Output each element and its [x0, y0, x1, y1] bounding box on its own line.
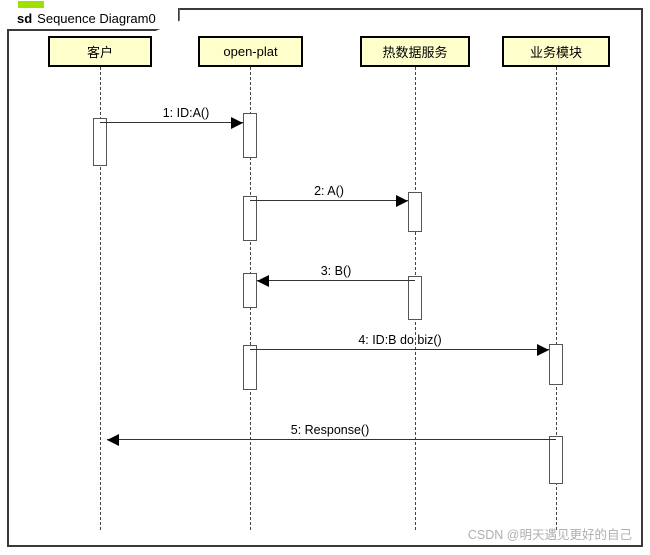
activation-bar[interactable] [549, 344, 563, 385]
lifeline-3 [556, 67, 557, 530]
message-line-1[interactable] [100, 122, 243, 123]
green-marker [18, 1, 44, 8]
message-line-4[interactable] [250, 349, 549, 350]
message-line-2[interactable] [250, 200, 408, 201]
activation-bar[interactable] [243, 196, 257, 241]
activation-bar[interactable] [408, 192, 422, 232]
activation-bar[interactable] [243, 345, 257, 390]
activation-bar[interactable] [243, 273, 257, 308]
frame-title: Sequence Diagram0 [37, 11, 156, 26]
message-line-5[interactable] [107, 439, 556, 440]
activation-bar[interactable] [93, 118, 107, 166]
frame-keyword: sd [17, 11, 33, 26]
message-label-1: 1: ID:A() [162, 106, 210, 120]
participant-box-1[interactable]: open-plat [198, 36, 303, 67]
csdn-watermark: CSDN @明天遇见更好的自己 [467, 528, 632, 542]
participant-box-2[interactable]: 热数据服务 [360, 36, 470, 67]
message-label-5: 5: Response() [290, 423, 370, 437]
frame-title-tab: sd Sequence Diagram0 [7, 8, 180, 31]
message-label-4: 4: ID:B do biz() [358, 333, 442, 347]
arrow-head-icon-4 [537, 343, 549, 356]
message-label-3: 3: B() [320, 264, 352, 278]
participant-box-0[interactable]: 客户 [48, 36, 152, 67]
arrow-head-icon-3 [257, 274, 269, 287]
lifeline-0 [100, 67, 101, 530]
arrow-head-icon-5 [107, 433, 119, 446]
message-line-3[interactable] [257, 280, 415, 281]
message-label-2: 2: A() [314, 184, 344, 198]
activation-bar[interactable] [408, 276, 422, 320]
sequence-diagram-frame [7, 8, 643, 547]
arrow-head-icon-1 [231, 116, 243, 129]
participant-box-3[interactable]: 业务模块 [502, 36, 610, 67]
activation-bar[interactable] [549, 436, 563, 484]
arrow-head-icon-2 [396, 194, 408, 207]
activation-bar[interactable] [243, 113, 257, 158]
